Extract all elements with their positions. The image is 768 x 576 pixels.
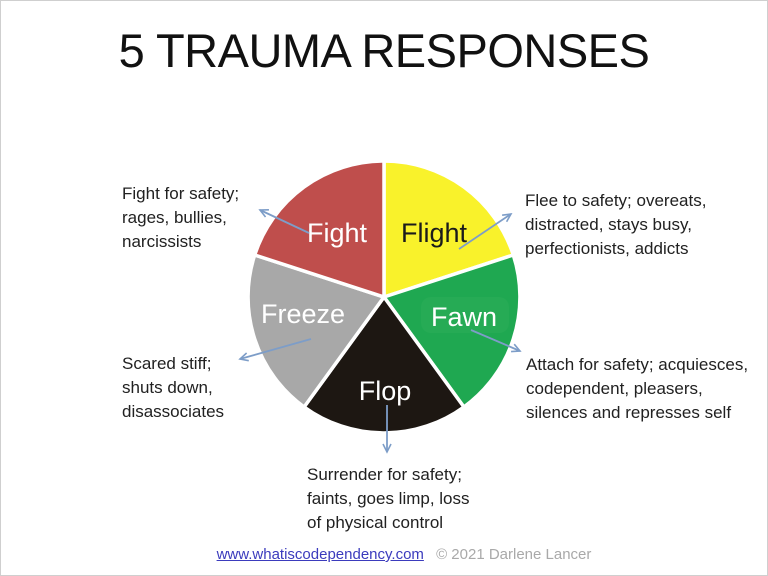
pie-slice-fight bbox=[252, 159, 386, 299]
flop-note: Surrender for safety; faints, goes limp,… bbox=[307, 465, 470, 532]
slice-label-fight: Fight bbox=[307, 218, 368, 248]
copyright-text: © 2021 Darlene Lancer bbox=[436, 546, 592, 563]
fawn-arrow bbox=[470, 329, 522, 353]
fight-arrow bbox=[258, 208, 310, 234]
website-link[interactable]: www.whatiscodependency.com bbox=[216, 546, 424, 563]
pie-slice-fawn bbox=[382, 253, 522, 409]
slice-label-freeze: Freeze bbox=[261, 299, 345, 329]
fawn-note: Attach for safety; acquiesces, codepende… bbox=[526, 355, 749, 422]
page-title: 5 TRAUMA RESPONSES bbox=[118, 24, 650, 77]
flight-note: Flee to safety; overeats, distracted, st… bbox=[525, 191, 707, 258]
pie-slice-flop bbox=[302, 295, 466, 435]
slice-label-flop: Flop bbox=[359, 376, 412, 406]
slice-label-fawn: Fawn bbox=[431, 302, 497, 332]
fawn-label-highlight bbox=[421, 297, 509, 333]
flight-arrow bbox=[458, 213, 513, 250]
freeze-note: Scared stiff; shuts down, disassociates bbox=[122, 354, 225, 421]
fight-note: Fight for safety; rages, bullies, narcis… bbox=[122, 184, 240, 251]
pie-slice-flight bbox=[382, 159, 516, 299]
footer: www.whatiscodependency.com © 2021 Darlen… bbox=[1, 546, 767, 563]
freeze-arrow bbox=[238, 338, 312, 362]
pie-slice-freeze bbox=[246, 253, 386, 409]
slice-label-flight: Flight bbox=[401, 218, 468, 248]
